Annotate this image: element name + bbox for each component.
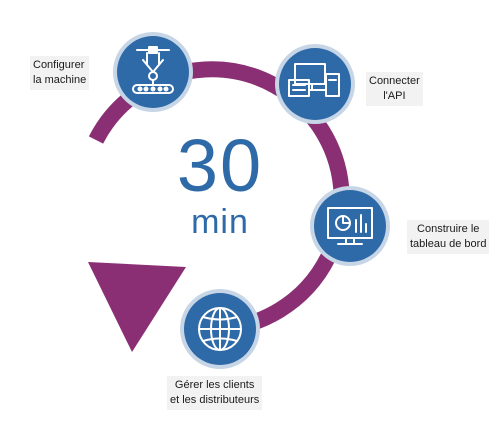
- cycle-arrowhead: [88, 262, 186, 352]
- duration-value: 30: [176, 124, 264, 207]
- step-label-line: Construire le: [417, 223, 480, 235]
- step-label-gerer: Gérer les clients et les distributeurs: [167, 376, 263, 410]
- step-label-line: la machine: [33, 74, 87, 86]
- node-construire: [310, 186, 390, 266]
- step-label-connecter: Connecter l'API: [366, 72, 423, 106]
- globe-icon: [198, 307, 242, 351]
- step-label-line: tableau de bord: [410, 238, 487, 250]
- robot-arm-icon: [132, 46, 174, 94]
- step-label-configurer: Configurer la machine: [30, 56, 90, 90]
- duration-unit: min: [191, 203, 249, 241]
- step-label-line: Connecter: [369, 75, 420, 87]
- node-configurer: [113, 32, 193, 112]
- step-label-line: Gérer les clients: [174, 379, 255, 391]
- step-label-construire: Construire le tableau de bord: [407, 220, 490, 254]
- step-label-line: Configurer: [33, 59, 85, 71]
- step-label-line: l'API: [383, 90, 406, 102]
- step-label-line: et les distributeurs: [170, 394, 260, 406]
- node-connecter: [275, 44, 355, 124]
- node-gerer: [180, 289, 260, 369]
- dashboard-monitor-icon: [327, 207, 373, 245]
- connected-devices-icon: [288, 63, 340, 97]
